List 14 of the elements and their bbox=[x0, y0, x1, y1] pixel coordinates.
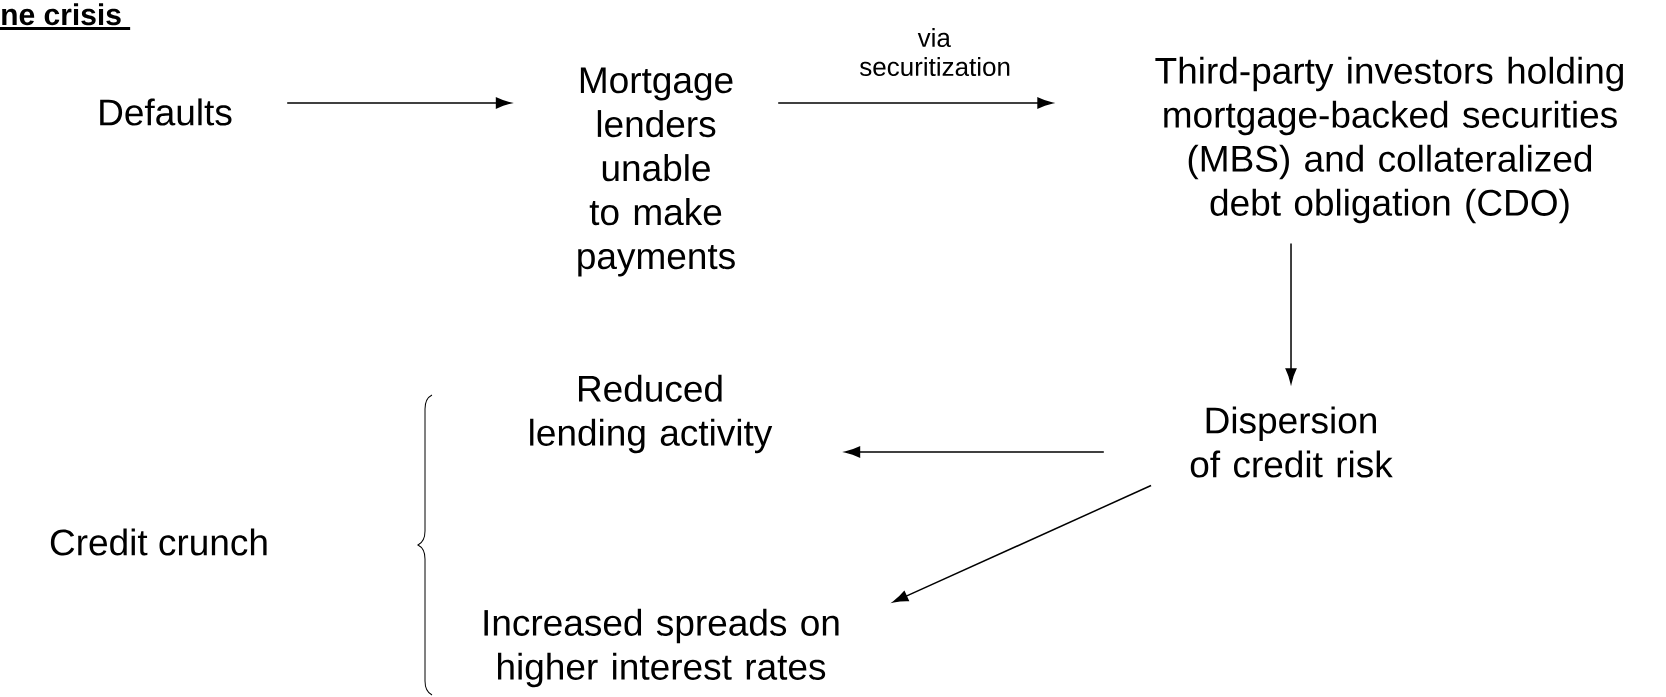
node-text: Defaults bbox=[100, 98, 232, 126]
node-text: Third-party investors holding mortgage-backed securities (MBS) and collateralized debt obligation (CDO) bbox=[1155, 56, 1623, 224]
edge-label: via securitization bbox=[858, 26, 1011, 78]
title: ne crisis bbox=[0, 3, 131, 30]
node-text: Mortgage lenders unable to make payments bbox=[578, 67, 735, 277]
arrow bbox=[1285, 242, 1297, 384]
arrow bbox=[892, 484, 1152, 603]
arrow bbox=[844, 446, 1105, 458]
node-text: Reduced lending activity bbox=[530, 374, 773, 454]
node-text: Dispersion of credit risk bbox=[1190, 406, 1393, 478]
group-label: Credit crunch bbox=[50, 528, 267, 556]
node-text: Increased spreads on higher interest rates bbox=[484, 608, 839, 688]
arrow bbox=[777, 97, 1053, 109]
arrow bbox=[286, 97, 512, 109]
